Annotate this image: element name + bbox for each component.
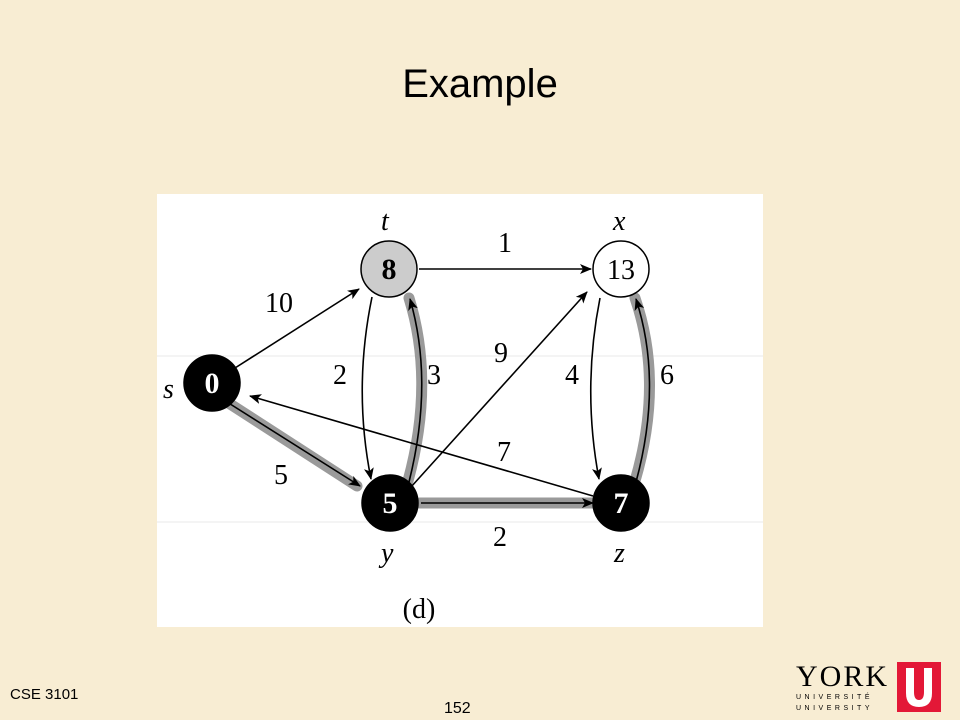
shaded-edges: [221, 292, 655, 509]
york-u-mark-icon: [897, 662, 941, 712]
node-y-value: 5: [383, 487, 398, 520]
vertex-name-x: x: [612, 206, 626, 237]
edge-label-z-x: 6: [660, 360, 674, 391]
node-z: [592, 474, 650, 532]
edge-label-y-t: 3: [427, 360, 441, 391]
node-y: [361, 474, 419, 532]
slide-title: Example: [402, 62, 558, 106]
node-t: [360, 240, 418, 298]
vertex-name-y: y: [378, 538, 394, 569]
vertex-names: s t x y z: [163, 206, 626, 569]
node-x-value: 13: [607, 255, 635, 286]
edge-t-y: [361, 296, 374, 480]
vertex-name-z: z: [613, 538, 625, 569]
figure-caption: (d): [403, 594, 436, 625]
edge-label-s-t: 10: [265, 288, 293, 319]
page-number: 152: [444, 700, 471, 717]
logo-line-english: UNIVERSITY: [796, 705, 874, 712]
graph-diagram: 10 5 1 2 3 9 2 4 6 7 0 8 13 5 7 s: [157, 206, 763, 625]
edges: [226, 264, 651, 508]
course-code: CSE 3101: [10, 686, 79, 703]
edge-s-t: [234, 288, 360, 369]
edge-label-y-z: 2: [493, 522, 507, 553]
logo-line-french: UNIVERSITÉ: [796, 694, 874, 701]
edge-label-y-x: 9: [494, 338, 508, 369]
edge-z-s: [249, 394, 594, 497]
edge-label-z-s: 7: [497, 437, 511, 468]
york-university-logo: YORK UNIVERSITÉ UNIVERSITY: [793, 660, 943, 716]
edge-z-x: [634, 298, 651, 483]
edge-label-x-z: 4: [565, 360, 579, 391]
edge-s-y: [226, 401, 361, 487]
edge-label-t-y: 2: [333, 360, 347, 391]
node-s: [183, 354, 241, 412]
edge-x-z: [589, 297, 602, 480]
edge-label-s-y: 5: [274, 460, 288, 491]
node-x: [592, 240, 650, 298]
vertex-name-s: s: [163, 374, 174, 405]
vertex-name-t: t: [381, 206, 390, 237]
edge-label-t-x: 1: [498, 228, 512, 259]
node-s-value: 0: [205, 367, 220, 400]
node-z-value: 7: [614, 487, 629, 520]
graph-figure: 10 5 1 2 3 9 2 4 6 7 0 8 13 5 7 s: [157, 194, 763, 627]
logo-wordmark: YORK: [796, 660, 890, 693]
edge-weights: 10 5 1 2 3 9 2 4 6 7: [265, 228, 674, 553]
edge-y-x: [410, 291, 588, 488]
node-t-value: 8: [382, 253, 397, 286]
nodes: 0 8 13 5 7: [183, 240, 650, 532]
edge-y-t: [408, 298, 423, 483]
